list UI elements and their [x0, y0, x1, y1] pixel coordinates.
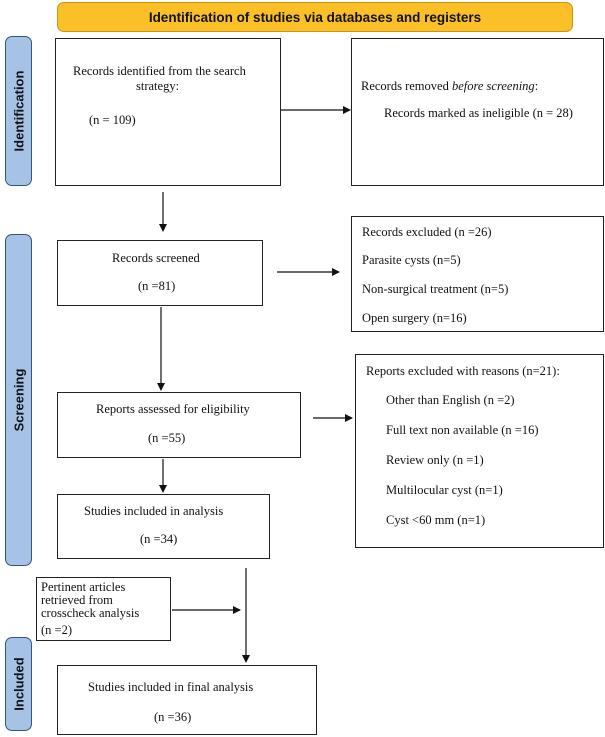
records-identified-box: Records identified from the search strat… [55, 38, 281, 186]
pertinent-line1: Pertinent articles [41, 580, 126, 594]
records-identified-count: (n = 109) [89, 113, 136, 127]
final-box: Studies included in final analysis (n =3… [57, 665, 317, 735]
reports-excluded-heading: Reports excluded with reasons (n=21): [366, 364, 560, 378]
records-removed-box: Records removed before screening: Record… [351, 38, 604, 186]
pertinent-count: (n =2) [41, 623, 72, 637]
final-count: (n =36) [154, 710, 192, 724]
records-excluded-item: Open surgery (n=16) [362, 311, 467, 325]
records-removed-suffix: : [534, 79, 539, 93]
phase-screening: Screening [5, 234, 32, 566]
analysis-box: Studies included in analysis (n =34) [57, 494, 270, 559]
reports-excluded-item: Multilocular cyst (n=1) [386, 483, 503, 497]
records-excluded-item: Parasite cysts (n=5) [362, 253, 461, 267]
analysis-label: Studies included in analysis [84, 504, 224, 518]
pertinent-line3: crosscheck analysis [41, 606, 140, 620]
eligibility-count: (n =55) [148, 431, 186, 445]
eligibility-box: Reports assessed for eligibility (n =55) [57, 392, 301, 458]
eligibility-label: Reports assessed for eligibility [96, 402, 250, 416]
phase-included: Included [5, 637, 32, 731]
records-identified-line2: strategy: [136, 79, 180, 93]
records-removed-heading: Records removed before screening: [361, 79, 538, 94]
records-identified-line1: Records identified from the search [73, 64, 246, 78]
records-screened-label: Records screened [112, 251, 200, 265]
pertinent-box: Pertinent articles retrieved from crossc… [36, 577, 171, 641]
reports-excluded-item: Full text non available (n =16) [386, 423, 539, 437]
reports-excluded-item: Cyst <60 mm (n=1) [386, 513, 486, 527]
analysis-count: (n =34) [140, 532, 178, 546]
reports-excluded-item: Other than English (n =2) [386, 393, 515, 407]
records-excluded-item: Records excluded (n =26) [362, 225, 492, 239]
records-screened-count: (n =81) [138, 279, 176, 293]
final-label: Studies included in final analysis [88, 680, 254, 694]
flow-banner: Identification of studies via databases … [57, 2, 573, 32]
records-excluded-item: Non-surgical treatment (n=5) [362, 282, 509, 296]
records-removed-detail: Records marked as ineligible (n = 28) [384, 106, 573, 120]
records-removed-emphasis: before screening [451, 79, 535, 93]
reports-excluded-box: Reports excluded with reasons (n=21): Ot… [355, 354, 604, 548]
reports-excluded-item: Review only (n =1) [386, 453, 484, 467]
records-removed-prefix: Records removed [361, 79, 452, 93]
records-excluded-box: Records excluded (n =26) Parasite cysts … [351, 216, 604, 332]
records-screened-box: Records screened (n =81) [57, 240, 263, 306]
phase-identification: Identification [5, 36, 32, 186]
pertinent-line2: retrieved from [41, 593, 113, 607]
